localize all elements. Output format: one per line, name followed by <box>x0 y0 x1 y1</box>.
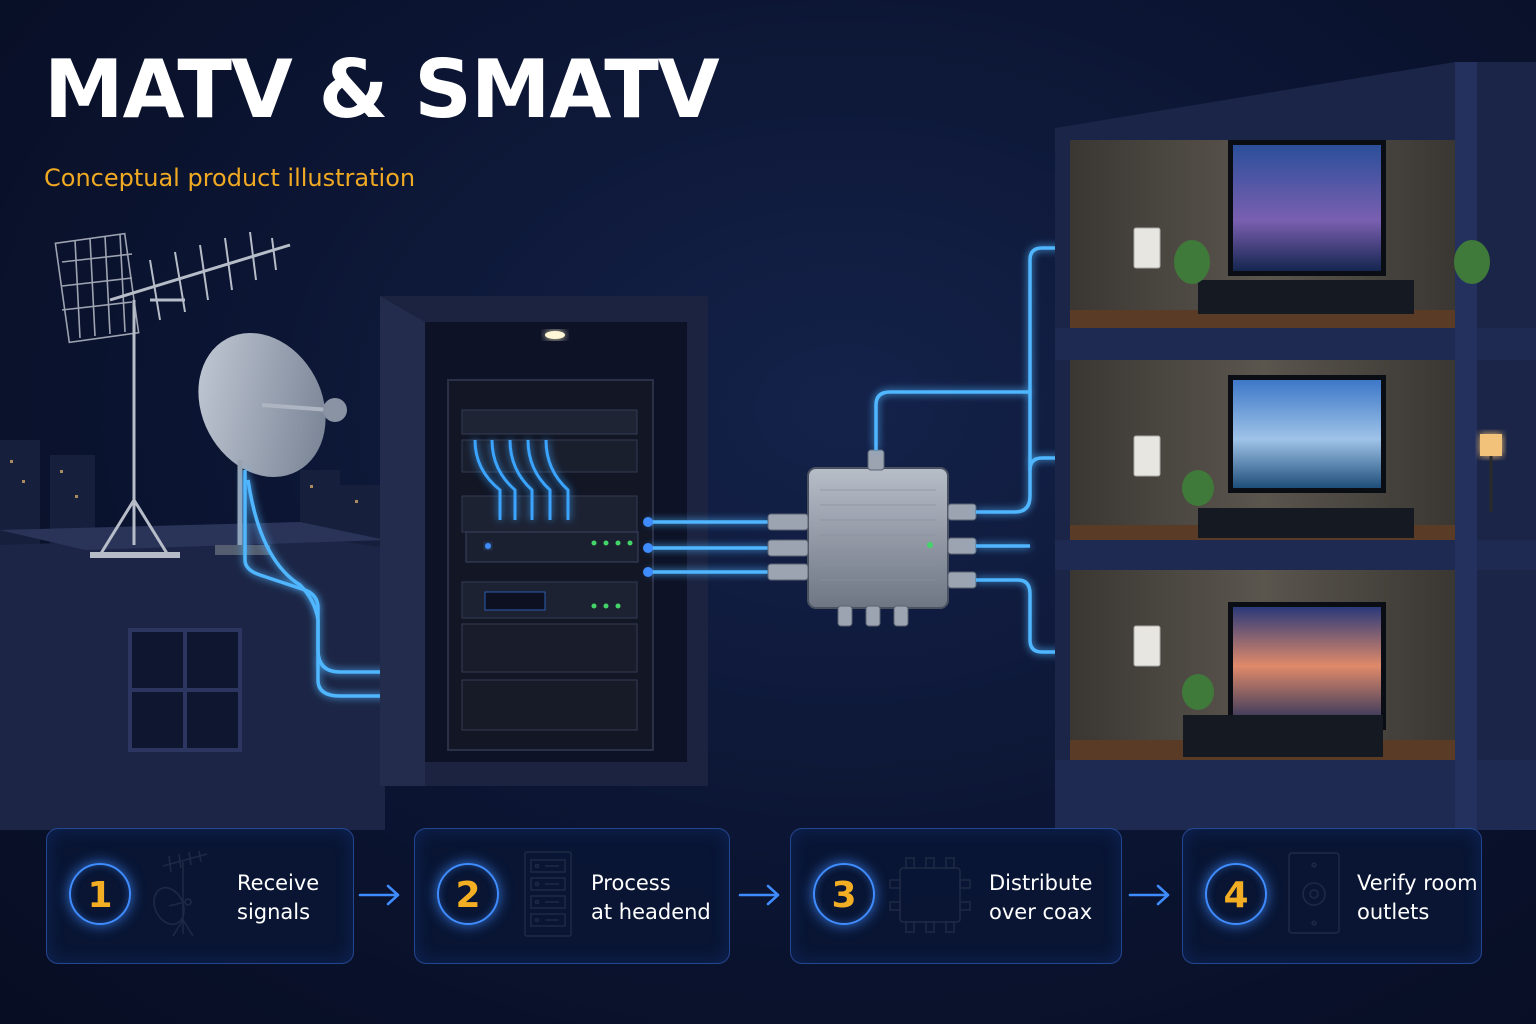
tv-antenna <box>54 231 291 558</box>
splitter-to-building-cables <box>874 246 1140 654</box>
headend-to-splitter-cables <box>648 520 770 574</box>
satellite-dish <box>198 333 347 555</box>
step-label-line2: signals <box>237 900 311 924</box>
page-title: MATV & SMATV <box>44 43 720 136</box>
step-card-process: 2 Process at headend <box>414 828 730 964</box>
step-label-line1: Verify room <box>1357 871 1478 895</box>
page-subtitle: Conceptual product illustration <box>44 164 416 192</box>
wall-outlets <box>1133 227 1161 667</box>
arrow-right-icon <box>1128 884 1170 906</box>
tv-stands <box>1183 280 1414 757</box>
step-label: Distribute over coax <box>989 869 1092 927</box>
city-skyline <box>0 440 380 550</box>
step-label-line2: over coax <box>989 900 1093 924</box>
step-label: Process at headend <box>591 869 711 927</box>
rack-patch-cables <box>473 439 570 520</box>
city-lights <box>10 460 358 503</box>
step-label-line1: Distribute <box>989 871 1093 895</box>
step-label: Verify room outlets <box>1357 869 1478 927</box>
step-label-line2: outlets <box>1357 900 1430 924</box>
step-label-line1: Receive <box>237 871 320 895</box>
tv-screens <box>1228 140 1386 730</box>
step-card-distribute: 3 Distribute over coax <box>790 828 1122 964</box>
step-number-badge: 2 <box>437 863 499 925</box>
step-card-verify: 4 Verify room outlets <box>1182 828 1482 964</box>
plants <box>1174 240 1490 710</box>
rooftop-building <box>0 522 385 830</box>
step-number-badge: 3 <box>813 863 875 925</box>
step-number-badge: 1 <box>69 863 131 925</box>
step-number-badge: 4 <box>1205 863 1267 925</box>
step-label: Receive signals <box>237 869 319 927</box>
step-label-line1: Process <box>591 871 671 895</box>
rooftop-cables <box>243 470 398 698</box>
arrow-right-icon <box>358 884 400 906</box>
rack-output-ports <box>643 517 653 577</box>
step-label-line2: at headend <box>591 900 711 924</box>
rack-units <box>461 409 639 731</box>
step-card-receive: 1 Receive signals <box>46 828 354 964</box>
arrow-right-icon <box>738 884 780 906</box>
lamp <box>1480 434 1502 512</box>
multiswitch-splitter <box>767 449 977 627</box>
